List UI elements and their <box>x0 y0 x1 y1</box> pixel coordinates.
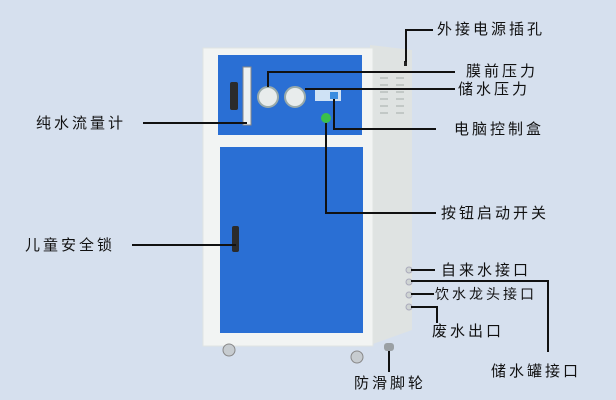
panel-handle-icon <box>230 82 238 110</box>
label-casters: 防滑脚轮 <box>354 374 427 392</box>
child-lock-icon <box>232 226 239 252</box>
rear-ports <box>405 266 413 311</box>
label-power-port: 外接电源插孔 <box>437 20 546 38</box>
cabinet-door <box>220 147 363 333</box>
start-button-icon <box>321 113 331 123</box>
label-tank-connector: 储水罐接口 <box>491 362 582 380</box>
label-tap-water-inlet: 自来水接口 <box>441 261 532 279</box>
cabinet-side-panel <box>370 45 412 345</box>
label-faucet-outlet: 饮水龙头接口 <box>435 287 537 303</box>
power-port-icon <box>404 61 407 66</box>
label-pre-membrane-pressure: 膜前压力 <box>466 62 539 80</box>
label-start-switch: 按钮启动开关 <box>441 204 550 222</box>
pre-membrane-gauge-icon <box>257 86 279 108</box>
caster-icon <box>350 350 364 364</box>
tank-pressure-gauge-icon <box>284 86 306 108</box>
vent-slots <box>380 77 404 114</box>
caster-icon <box>384 343 394 351</box>
caster-icon <box>222 343 236 357</box>
label-tank-pressure: 储水压力 <box>458 80 531 98</box>
label-flow-meter: 纯水流量计 <box>36 114 127 132</box>
leader-lines <box>132 29 549 372</box>
label-waste-outlet: 废水出口 <box>432 322 505 340</box>
label-controller-box: 电脑控制盒 <box>454 120 545 138</box>
label-child-lock: 儿童安全锁 <box>25 236 116 254</box>
flow-meter-icon <box>242 66 252 126</box>
